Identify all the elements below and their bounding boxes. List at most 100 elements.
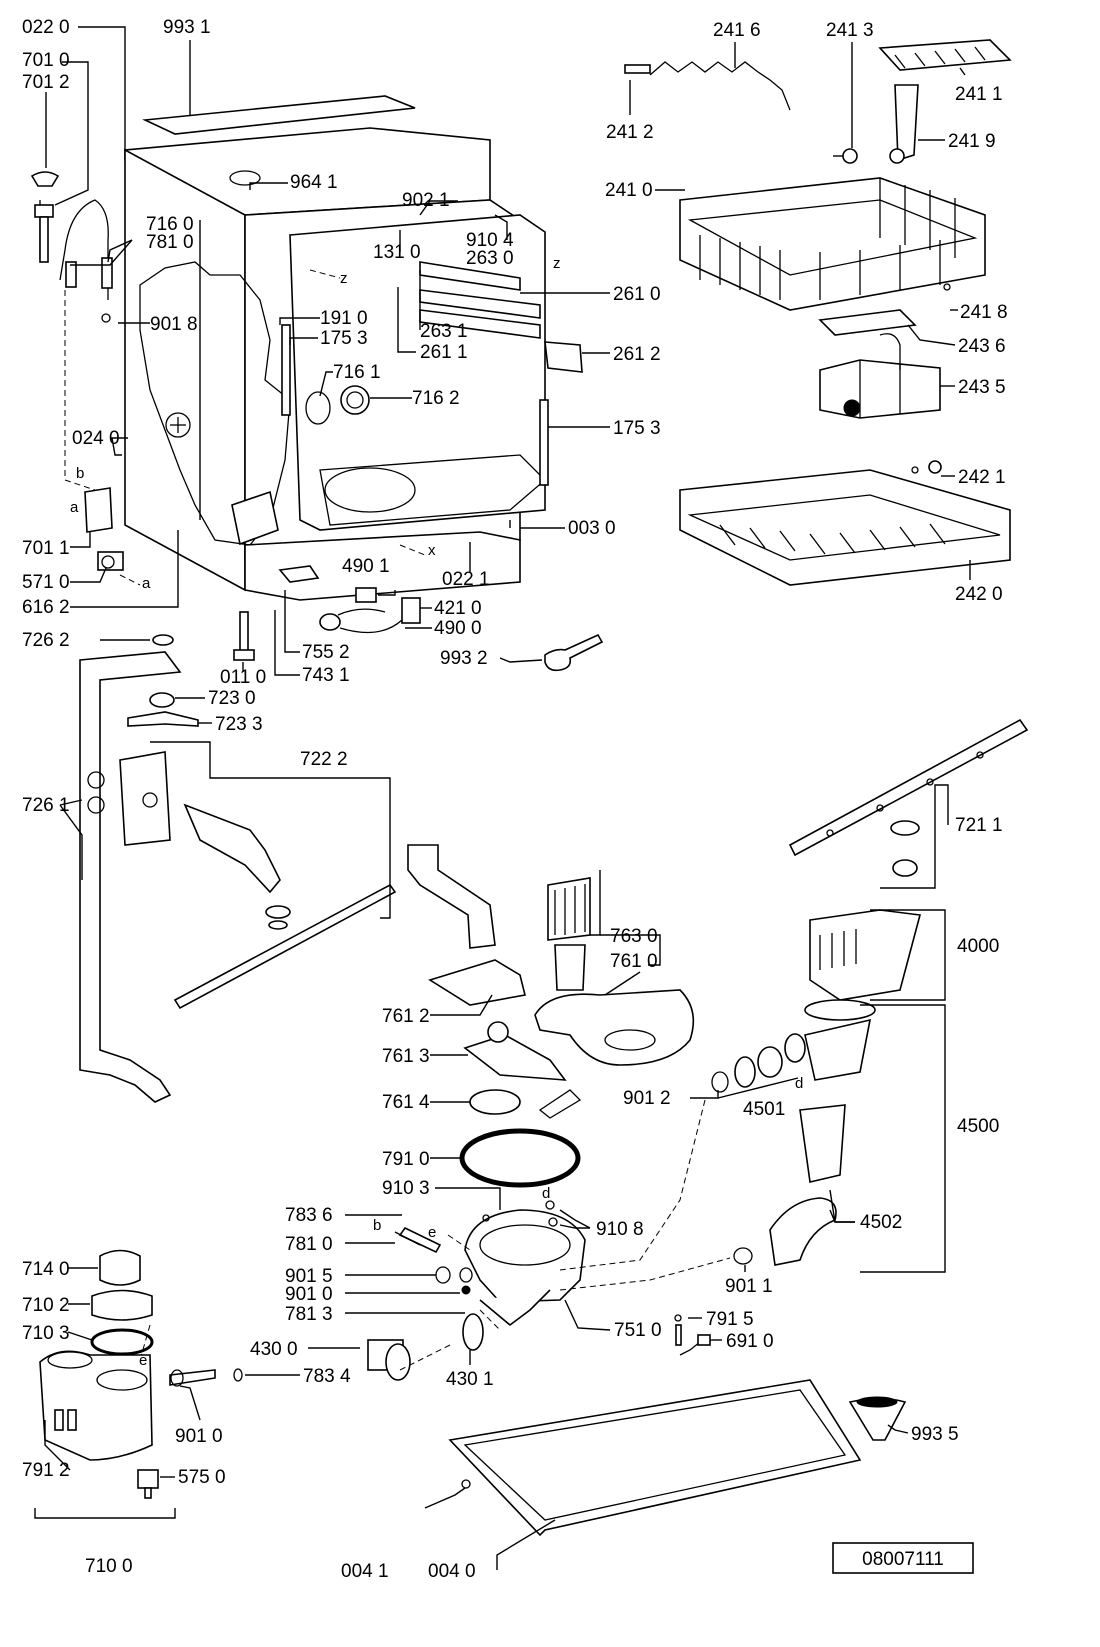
ref-label: 993 5 bbox=[911, 1424, 959, 1445]
ref-label: 993 1 bbox=[163, 17, 211, 38]
filter-sump-parts bbox=[367, 844, 922, 1537]
ref-label: 241 1 bbox=[955, 84, 1003, 105]
ref-label: 263 1 bbox=[420, 321, 468, 342]
ref-label: 791 2 bbox=[22, 1460, 70, 1481]
connection-markers: z z x b a a b e e d d bbox=[70, 255, 803, 1369]
ref-label: 783 6 bbox=[285, 1205, 333, 1226]
ref-label: 024 0 bbox=[72, 428, 120, 449]
ref-label: 761 0 bbox=[610, 951, 658, 972]
ref-label: 175 3 bbox=[613, 418, 661, 439]
ref-label: 261 1 bbox=[420, 342, 468, 363]
ref-label: 910 3 bbox=[382, 1178, 430, 1199]
document-code-box: 08007111 bbox=[832, 1542, 974, 1574]
ref-label: 701 1 bbox=[22, 538, 70, 559]
salt-container-parts bbox=[39, 1249, 243, 1499]
ref-label: 242 0 bbox=[955, 584, 1003, 605]
ref-label: 241 2 bbox=[606, 122, 654, 143]
ref-label: 993 2 bbox=[440, 648, 488, 669]
ref-label: 701 2 bbox=[22, 72, 70, 93]
ref-label: 616 2 bbox=[22, 597, 70, 618]
ref-label: 710 3 bbox=[22, 1323, 70, 1344]
ref-label: 691 0 bbox=[726, 1331, 774, 1352]
ref-label: 490 1 bbox=[342, 556, 390, 577]
upper-basket-parts bbox=[624, 39, 1012, 586]
marker: z bbox=[553, 255, 561, 272]
ref-label: 022 1 bbox=[442, 569, 490, 590]
ref-label: 243 6 bbox=[958, 336, 1006, 357]
ref-label: 4502 bbox=[860, 1212, 902, 1233]
ref-label: 011 0 bbox=[220, 667, 266, 688]
ref-label: 4500 bbox=[957, 1116, 999, 1137]
spanner-tool bbox=[499, 633, 604, 672]
part-labels: 022 0 993 1 701 0 701 2 964 1 902 1 910 … bbox=[22, 17, 1008, 1582]
ref-label: 261 0 bbox=[613, 284, 661, 305]
ref-label: 131 0 bbox=[373, 242, 421, 263]
ref-label: 421 0 bbox=[434, 598, 482, 619]
ref-label: 791 0 bbox=[382, 1149, 430, 1170]
spray-arm-parts bbox=[79, 634, 1029, 1103]
marker: b bbox=[76, 465, 84, 482]
marker: e bbox=[428, 1224, 436, 1241]
ref-label: 004 1 bbox=[341, 1561, 389, 1582]
ref-label: 910 8 bbox=[596, 1219, 644, 1240]
ref-label: 783 4 bbox=[303, 1366, 351, 1387]
ref-label: 241 0 bbox=[605, 180, 653, 201]
spray-arm-leaders bbox=[59, 639, 949, 919]
marker: a bbox=[70, 499, 79, 516]
ref-label: 726 1 bbox=[22, 795, 70, 816]
ref-label: 901 8 bbox=[150, 314, 198, 335]
ref-label: 901 5 bbox=[285, 1266, 333, 1287]
ref-label: 003 0 bbox=[568, 518, 616, 539]
ref-label: 4000 bbox=[957, 936, 999, 957]
marker: z bbox=[340, 270, 348, 287]
ref-label: 964 1 bbox=[290, 172, 338, 193]
basket-leaders bbox=[629, 42, 971, 580]
ref-label: 241 8 bbox=[960, 302, 1008, 323]
ref-label: 241 6 bbox=[713, 20, 761, 41]
ref-label: 763 0 bbox=[610, 926, 658, 947]
ref-label: 575 0 bbox=[178, 1467, 226, 1488]
ref-label: 781 0 bbox=[285, 1234, 333, 1255]
ref-label: 722 2 bbox=[300, 749, 348, 770]
ref-label: 716 2 bbox=[412, 388, 460, 409]
document-code: 08007111 bbox=[862, 1549, 944, 1570]
ref-label: 721 1 bbox=[955, 815, 1003, 836]
marker: x bbox=[428, 542, 436, 559]
ref-label: 191 0 bbox=[320, 308, 368, 329]
sump-leaders bbox=[308, 870, 946, 1570]
ref-label: 714 0 bbox=[22, 1259, 70, 1280]
marker: d bbox=[795, 1075, 803, 1092]
ref-label: 430 1 bbox=[446, 1369, 494, 1390]
ref-label: 761 3 bbox=[382, 1046, 430, 1067]
ref-label: 263 0 bbox=[466, 248, 514, 269]
ref-label: 743 1 bbox=[302, 665, 350, 686]
marker: b bbox=[373, 1217, 381, 1234]
cabinet-frame bbox=[30, 95, 583, 661]
ref-label: 571 0 bbox=[22, 572, 70, 593]
ref-label: 241 3 bbox=[826, 20, 874, 41]
cabinet-leaders bbox=[45, 26, 610, 676]
ref-label: 781 3 bbox=[285, 1304, 333, 1325]
ref-label: 902 1 bbox=[402, 190, 450, 211]
ref-label: 175 3 bbox=[320, 328, 368, 349]
ref-label: 761 4 bbox=[382, 1092, 430, 1113]
ref-label: 490 0 bbox=[434, 618, 482, 639]
electrical-parts bbox=[319, 587, 432, 634]
ref-label: 781 0 bbox=[146, 232, 194, 253]
ref-label: 723 0 bbox=[208, 688, 256, 709]
ref-label: 710 0 bbox=[85, 1556, 133, 1577]
ref-label: 022 0 bbox=[22, 17, 70, 38]
marker: e bbox=[139, 1352, 147, 1369]
ref-label: 716 1 bbox=[333, 362, 381, 383]
ref-label: 242 1 bbox=[958, 467, 1006, 488]
ref-label: 241 9 bbox=[948, 131, 996, 152]
ref-label: 710 2 bbox=[22, 1295, 70, 1316]
marker: a bbox=[142, 575, 151, 592]
ref-label: 901 1 bbox=[725, 1276, 773, 1297]
ref-label: 901 0 bbox=[175, 1426, 223, 1447]
ref-label: 726 2 bbox=[22, 630, 70, 651]
ref-label: 243 5 bbox=[958, 377, 1006, 398]
marker: d bbox=[542, 1185, 550, 1202]
ref-label: 755 2 bbox=[302, 642, 350, 663]
